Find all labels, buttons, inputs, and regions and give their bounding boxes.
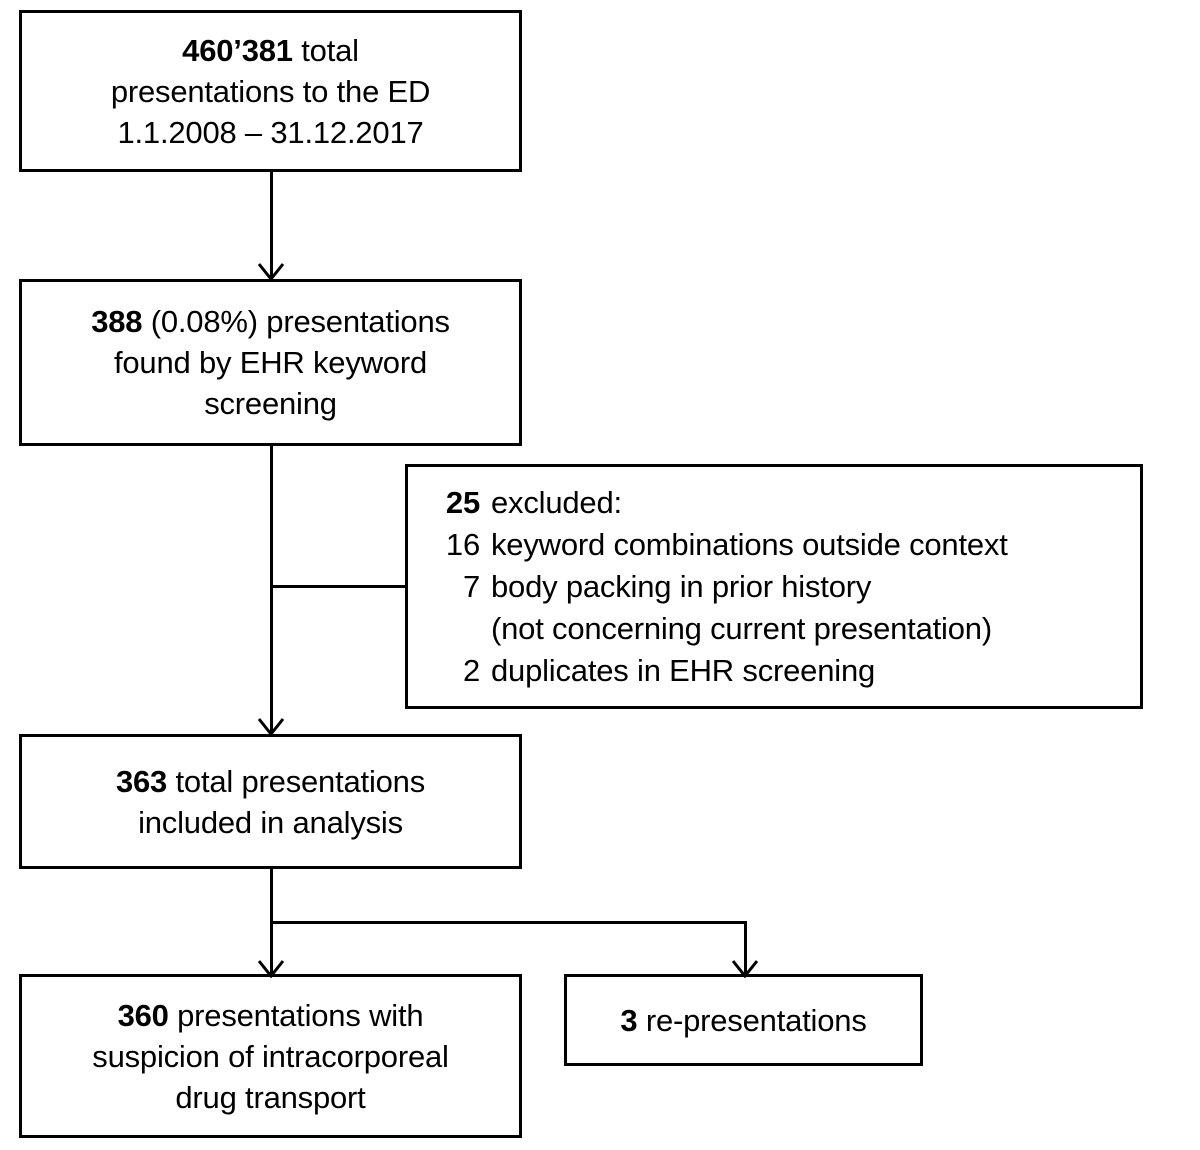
excluded-row-text: excluded:: [491, 484, 622, 520]
node-screened-line-1: 388 (0.08%) presentations: [91, 301, 450, 342]
excluded-row: 7 body packing in prior history: [428, 566, 871, 608]
excluded-row-text: (not concerning current presentation): [491, 610, 992, 646]
arrowhead-into-suspicion: [258, 960, 284, 978]
node-total-line-1-rest: total: [292, 32, 359, 68]
node-screened-line-2: found by EHR keyword: [113, 345, 428, 380]
excluded-row-text: keyword combinations outside context: [491, 526, 1008, 562]
node-total-line-2: presentations to the ED: [110, 73, 431, 109]
node-re-presentations: 3 re-presentations: [564, 974, 923, 1066]
excluded-row-count: 16: [445, 526, 480, 562]
node-suspicion-line-1: 360 presentations with: [118, 995, 424, 1036]
excluded-row-text: body packing in prior history: [491, 568, 872, 604]
node-included-in-analysis: 363 total presentations included in anal…: [19, 734, 522, 869]
connector-included-to-repres-horizontal: [270, 921, 747, 924]
node-screened-count: 388: [91, 304, 143, 339]
excluded-row-continuation: (not concerning current presentation): [428, 608, 992, 650]
node-included-line-1: 363 total presentations: [116, 761, 425, 802]
node-included-line-2: included in analysis: [138, 804, 403, 840]
arrowhead-into-included: [258, 718, 284, 736]
connector-screened-to-included-line: [270, 446, 273, 738]
node-repres-count: 3: [620, 1002, 638, 1038]
connector-screened-to-excluded-line: [270, 585, 408, 588]
connector-included-to-suspicion-line: [270, 869, 273, 979]
excluded-row-count: 25: [445, 484, 480, 520]
excluded-row-text: duplicates in EHR screening: [491, 652, 876, 688]
excluded-row: 25 excluded:: [428, 482, 622, 524]
node-suspicion-line-1-rest: presentations with: [168, 997, 424, 1033]
node-suspicion-count: 360: [117, 997, 169, 1033]
node-total-presentations: 460’381 total presentations to the ED 1.…: [19, 10, 522, 172]
node-screened-line-3: screening: [204, 386, 337, 421]
node-included-count: 363: [115, 763, 168, 799]
node-suspicion-line-2: suspicion of intracorporeal: [92, 1038, 449, 1074]
excluded-row-count: 2: [462, 652, 480, 688]
excluded-row-count: 7: [462, 568, 480, 604]
node-excluded: 25 excluded: 16 keyword combinations out…: [405, 464, 1143, 709]
node-repres-line-1-rest: re-presentations: [637, 1002, 867, 1038]
excluded-row: 16 keyword combinations outside context: [428, 524, 1008, 566]
arrowhead-into-repres: [732, 960, 758, 978]
node-suspicion-drug-transport: 360 presentations with suspicion of intr…: [19, 974, 522, 1138]
excluded-row: 2 duplicates in EHR screening: [428, 650, 875, 692]
node-screened-line-1-rest: (0.08%) presentations: [142, 304, 450, 339]
node-repres-line-1: 3 re-presentations: [620, 1000, 866, 1041]
node-included-line-1-rest: total presentations: [167, 763, 426, 799]
connector-total-to-screened-line: [270, 172, 273, 282]
node-total-line-1: 460’381 total: [182, 30, 359, 71]
node-suspicion-line-3: drug transport: [175, 1079, 366, 1115]
connector-included-to-repres-vertical: [744, 921, 747, 979]
node-total-count: 460’381: [182, 32, 293, 68]
node-keyword-screened: 388 (0.08%) presentations found by EHR k…: [19, 279, 522, 446]
node-total-line-3: 1.1.2008 – 31.12.2017: [117, 114, 424, 150]
arrowhead-into-screened: [258, 263, 284, 281]
